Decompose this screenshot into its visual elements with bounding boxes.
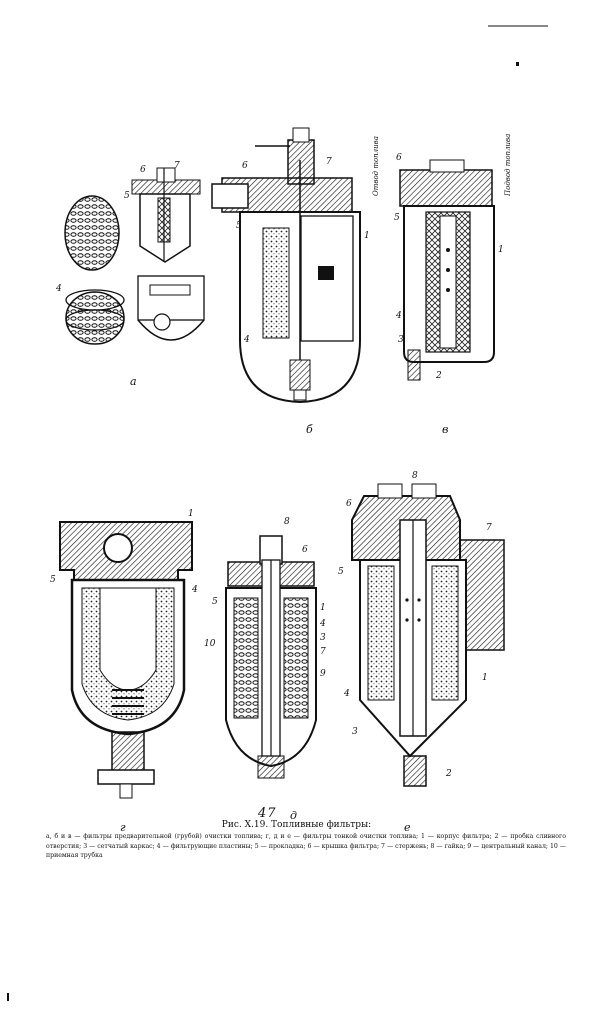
- part-label: 3: [398, 335, 404, 345]
- part-label: 6: [140, 165, 146, 175]
- part-label: 1: [498, 245, 504, 255]
- part-label: 5: [212, 597, 218, 607]
- panel-label-b: б: [306, 423, 313, 436]
- panel-label-a: а: [130, 375, 137, 388]
- part-label: 8: [412, 471, 418, 481]
- part-label: 8: [284, 517, 290, 527]
- part-label: 4: [320, 619, 326, 629]
- part-label: 10: [204, 639, 216, 649]
- scan-mark: [516, 62, 519, 66]
- figure-caption-text: а, б и в — фильтры предварительной (груб…: [46, 833, 566, 859]
- part-label: 7: [320, 647, 326, 657]
- part-label: 6: [346, 499, 352, 509]
- panel-label-v: в: [442, 423, 449, 436]
- part-label: 4: [396, 311, 402, 321]
- part-label: 3: [352, 727, 358, 737]
- figure-caption-title: Рис. X.19. Топливные фильтры:: [221, 820, 372, 830]
- part-label: 4: [56, 284, 62, 294]
- panel-g-drawing: [59, 521, 193, 799]
- page-number: 47: [258, 806, 277, 821]
- part-label: 7: [174, 161, 180, 171]
- part-label: 3: [320, 633, 326, 643]
- panel-e-drawing: [351, 483, 505, 787]
- part-label: 5: [394, 213, 400, 223]
- panel-b-drawing: [211, 127, 361, 404]
- panel-d-drawing: [225, 535, 317, 779]
- part-label: 7: [486, 523, 492, 533]
- part-label: 7: [326, 157, 332, 167]
- part-label: 5: [338, 567, 344, 577]
- inlet-label: Подвод топлива: [504, 133, 512, 196]
- panel-label-d: д: [290, 809, 297, 822]
- part-label: 6: [302, 545, 308, 555]
- scan-mark: [7, 993, 9, 1001]
- part-label: 1: [482, 673, 488, 683]
- part-label: 1: [188, 509, 194, 519]
- part-label: 5: [124, 191, 130, 201]
- panel-label-g: г: [120, 821, 126, 834]
- part-label: 1: [320, 603, 326, 613]
- part-label: 6: [396, 153, 402, 163]
- part-label: 1: [364, 231, 370, 241]
- part-label: 2: [436, 371, 442, 381]
- outlet-label: Отвод топлива: [372, 136, 380, 196]
- part-label: 2: [446, 769, 452, 779]
- panel-v-drawing: [399, 159, 495, 381]
- part-label: 5: [50, 575, 56, 585]
- part-label: 9: [320, 669, 326, 679]
- panel-label-e: е: [404, 821, 411, 834]
- part-label: 4: [344, 689, 350, 699]
- part-label: 4: [192, 585, 198, 595]
- part-label: 6: [242, 161, 248, 171]
- part-label: 5: [236, 221, 242, 231]
- part-label: 4: [244, 335, 250, 345]
- panel-a-drawing: [64, 167, 205, 345]
